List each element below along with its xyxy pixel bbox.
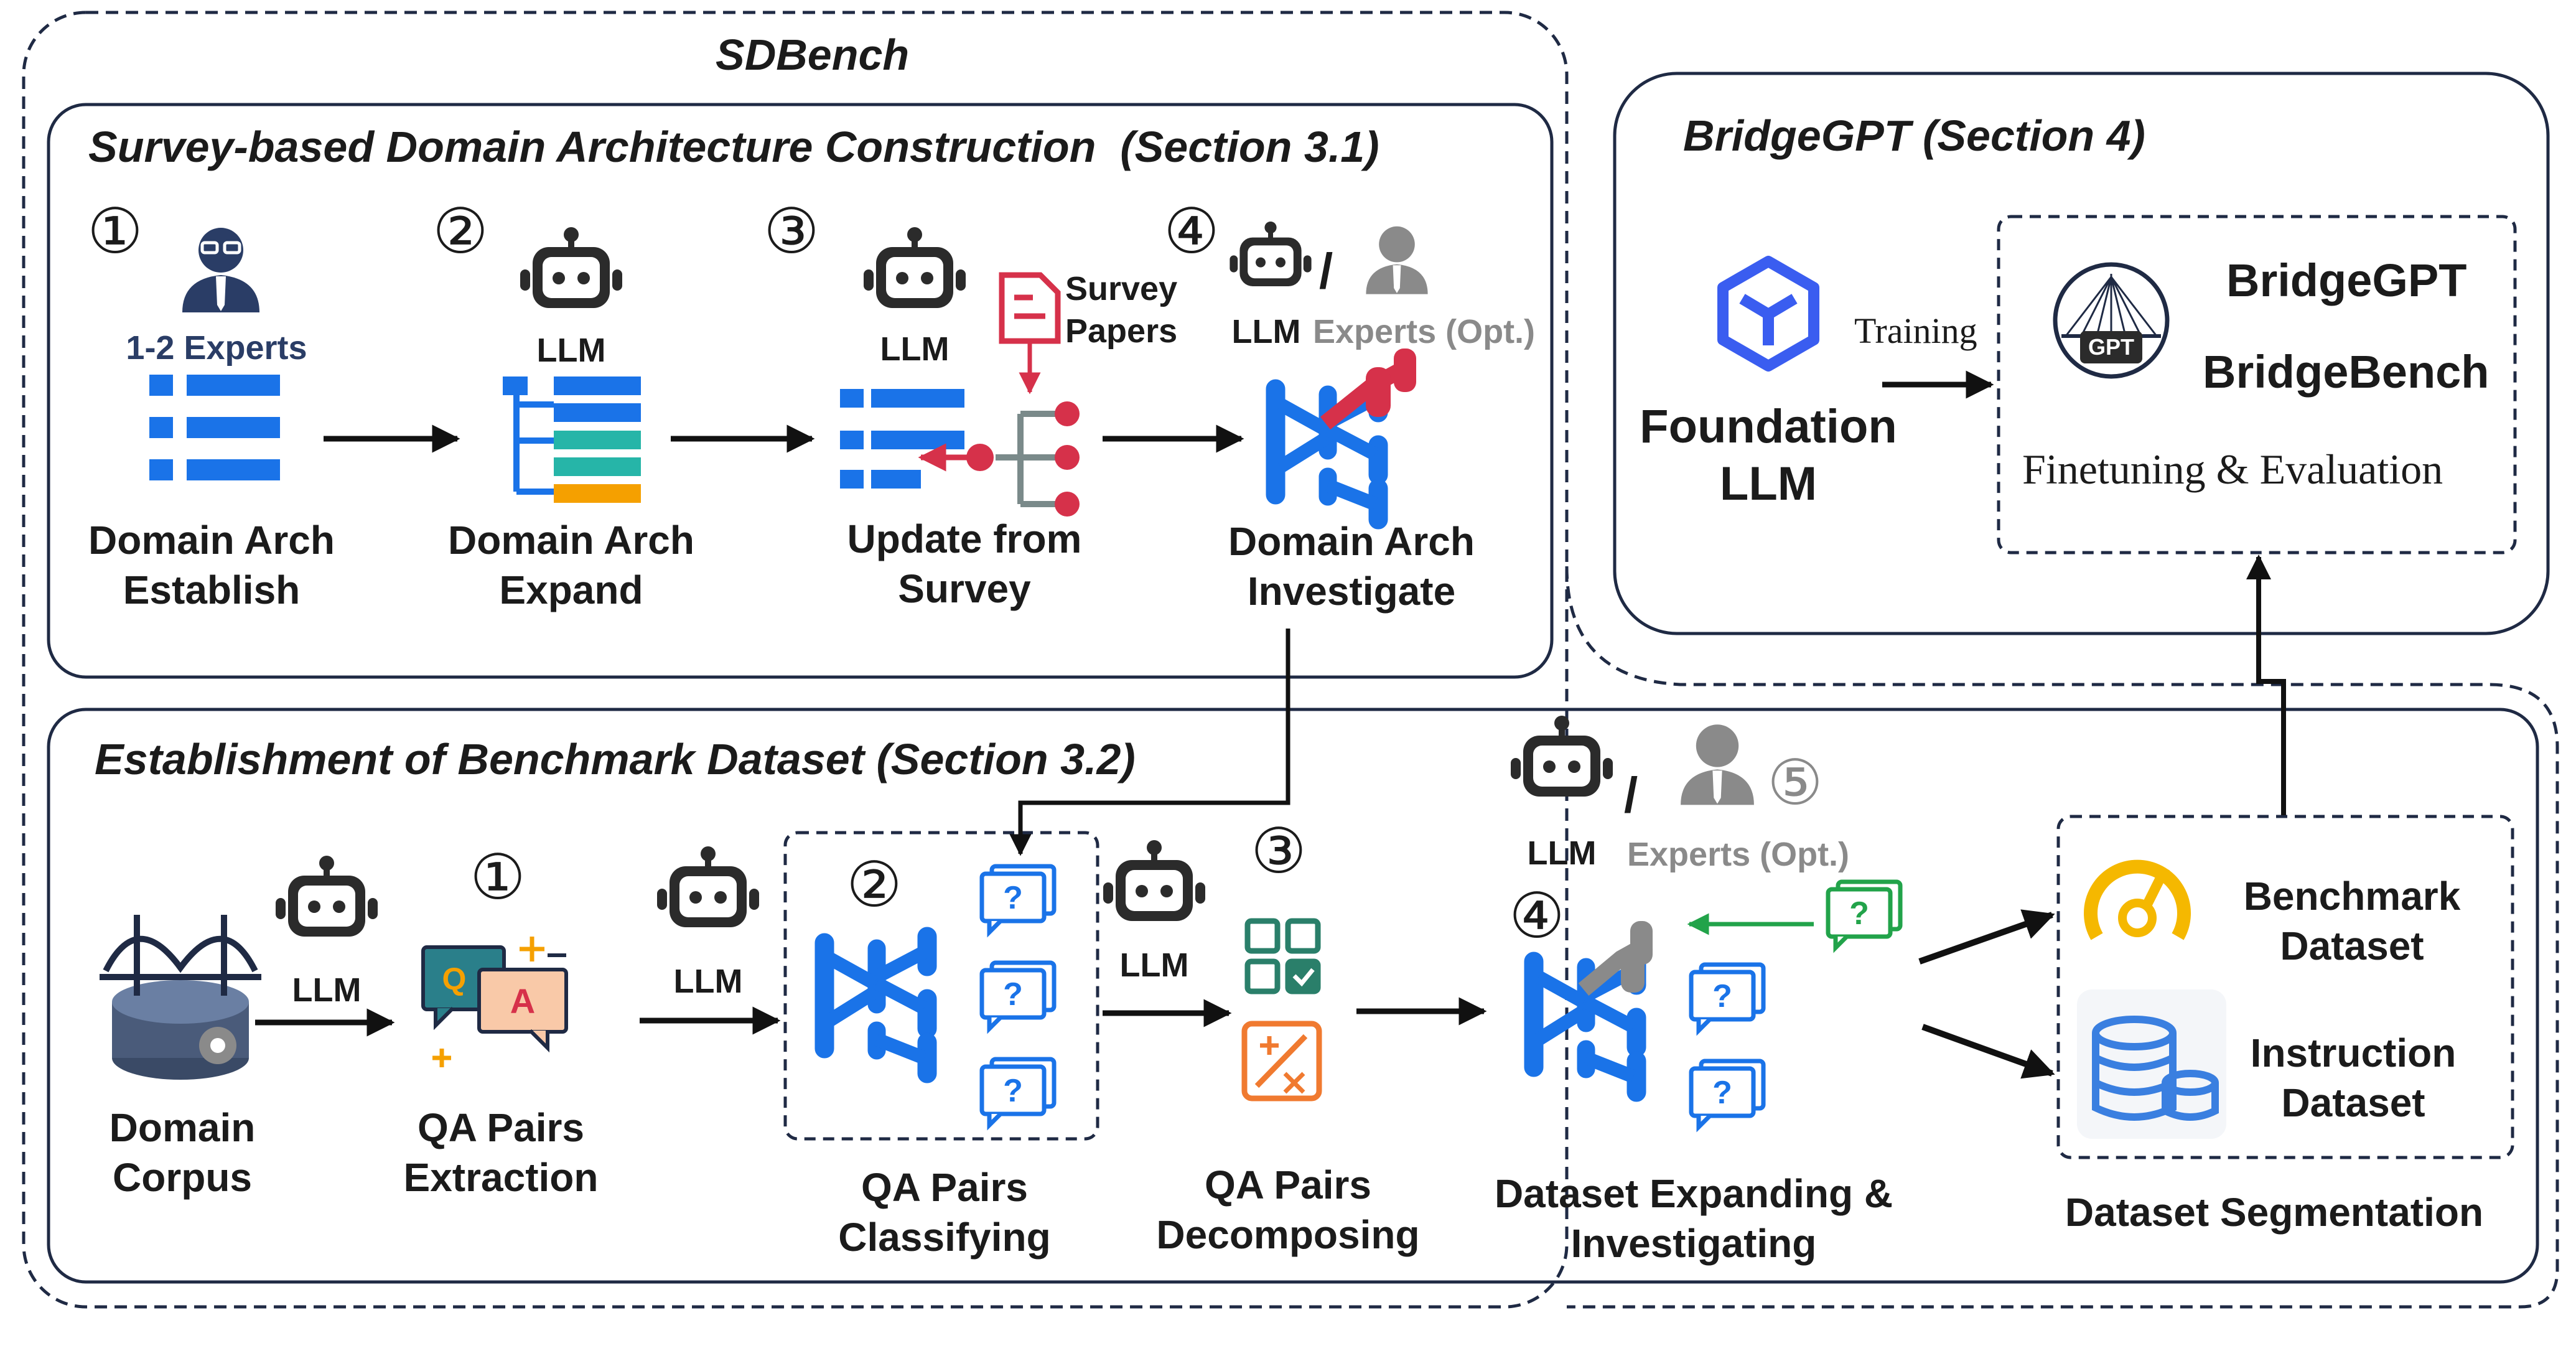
new-question-bubble-icon: ?	[1826, 879, 1903, 953]
qa-pairs-decomposing-label: QA Pairs Decomposing	[1156, 1162, 1420, 1257]
llm-robot-icon	[1511, 716, 1613, 797]
survey-paper-icon	[999, 272, 1061, 395]
decompose-grid-icon	[1244, 918, 1321, 994]
qa-a-glyph: A	[510, 981, 535, 1021]
bridgebench-label: BridgeBench	[2203, 346, 2490, 398]
expand-tree-icon	[1524, 921, 1653, 1101]
llm-robot-icon	[1230, 222, 1312, 286]
experts-optional-label: Experts (Opt.)	[1627, 836, 1850, 873]
experts-count-label: 1-2 Experts	[126, 329, 307, 367]
expert-person-gray-icon	[1366, 226, 1428, 294]
section31-title: Survey-based Domain Architecture Constru…	[88, 123, 1379, 171]
section32-box	[47, 708, 2539, 1284]
finetuning-evaluation-label: Finetuning & Evaluation	[2022, 446, 2443, 493]
expert-person-gray-icon	[1681, 724, 1754, 805]
domain-arch-establish-label: Domain Arch Establish	[88, 518, 335, 612]
foundation-llm-label: Foundation LLM	[1640, 400, 1897, 510]
llm-label: LLM	[536, 332, 606, 369]
sdbench-title: SDBench	[716, 30, 910, 79]
step-number-4: ④	[1164, 197, 1220, 266]
llm-robot-icon	[657, 846, 759, 927]
llm-label: LLM	[673, 963, 743, 1000]
svg-text:?: ?	[1849, 896, 1869, 932]
llm-label: LLM	[880, 330, 950, 368]
classifying-dashed-box	[783, 831, 1099, 1141]
gpt-logo-text: GPT	[2088, 334, 2134, 360]
experts-optional-label: Experts (Opt.)	[1313, 313, 1536, 350]
instruction-dataset-label: Instruction Dataset	[2250, 1031, 2457, 1125]
arrow-to-instruction	[1921, 1024, 2055, 1079]
llm-label: LLM	[292, 971, 362, 1009]
domain-arch-investigate-label: Domain Arch Investigate	[1228, 519, 1475, 614]
domain-arch-list-icon	[149, 375, 280, 480]
qa-q-glyph: Q	[442, 961, 467, 996]
sdbench-container	[22, 11, 1569, 1309]
decompose-percent-icon	[1241, 1021, 1322, 1101]
qa-pairs-icon: Q A	[421, 937, 568, 1067]
arrow-to-benchmark	[1918, 909, 2055, 965]
dataset-segmentation-label: Dataset Segmentation	[2065, 1190, 2484, 1235]
question-bubble-icon	[982, 963, 1054, 1029]
bridgegpt-section-title: BridgeGPT (Section 4)	[1683, 111, 2145, 160]
step-number-4: ④	[1509, 881, 1565, 951]
segmentation-dashed-box	[2056, 815, 2514, 1159]
step-number-1: ①	[87, 197, 143, 266]
domain-arch-investigate-icon	[1266, 348, 1416, 529]
expert-person-icon	[182, 228, 259, 312]
bridge-gpt-logo-icon: GPT	[2053, 262, 2170, 379]
benchmark-dataset-label: Benchmark Dataset	[2243, 874, 2461, 968]
slash-separator: /	[1319, 243, 1333, 299]
domain-arch-expand-label: Domain Arch Expand	[448, 518, 694, 612]
domain-arch-expand-icon	[503, 376, 641, 503]
update-list-icon	[840, 389, 1080, 517]
benchmark-gauge-icon	[2084, 859, 2191, 940]
domain-corpus-label: Domain Corpus	[109, 1105, 256, 1200]
update-from-survey-label: Update from Survey	[847, 517, 1082, 611]
step-number-5: ⑤	[1767, 748, 1823, 818]
qa-pairs-classifying-label: QA Pairs Classifying	[838, 1165, 1051, 1260]
question-bubble-icon	[1691, 965, 1763, 1031]
step-number-1: ①	[470, 843, 526, 912]
step-number-3: ③	[1251, 816, 1307, 886]
step-number-3: ③	[763, 197, 819, 266]
training-label: Training	[1854, 311, 1977, 351]
foundation-llm-cube-icon	[1717, 256, 1819, 372]
bridgegpt-label: BridgeGPT	[2226, 255, 2467, 306]
llm-robot-icon	[1103, 840, 1205, 921]
question-bubble-icon	[982, 866, 1054, 932]
question-bubble-icon	[982, 1059, 1054, 1125]
arrow-investigate-to-classify	[1009, 629, 1290, 856]
classify-tree-icon	[815, 927, 936, 1083]
question-bubble-icon	[1691, 1061, 1763, 1127]
slash-separator: /	[1624, 767, 1638, 823]
llm-label: LLM	[1527, 835, 1597, 872]
arrow-segmentation-to-bridgegpt	[2246, 554, 2286, 815]
instruction-database-icon	[2077, 989, 2226, 1139]
bridgegpt-inner-dashed-box	[1997, 215, 2517, 554]
llm-robot-icon	[864, 227, 966, 308]
domain-corpus-icon	[100, 915, 261, 1080]
llm-label: LLM	[1231, 313, 1301, 350]
section32-title: Establishment of Benchmark Dataset (Sect…	[95, 735, 1136, 783]
qa-pairs-extraction-label: QA Pairs Extraction	[403, 1105, 599, 1200]
llm-label: LLM	[1119, 947, 1189, 984]
section31-box	[47, 103, 1554, 679]
llm-robot-icon	[520, 227, 622, 308]
step-number-2: ②	[846, 850, 902, 920]
step-number-2: ②	[432, 197, 488, 266]
llm-robot-icon	[276, 856, 378, 937]
bridgegpt-box	[1613, 72, 2550, 635]
dataset-expanding-label: Dataset Expanding & Investigating	[1494, 1171, 1893, 1266]
survey-papers-label: Survey Papers	[1065, 270, 1178, 350]
sdbench-extension-outline	[1565, 566, 2559, 1309]
